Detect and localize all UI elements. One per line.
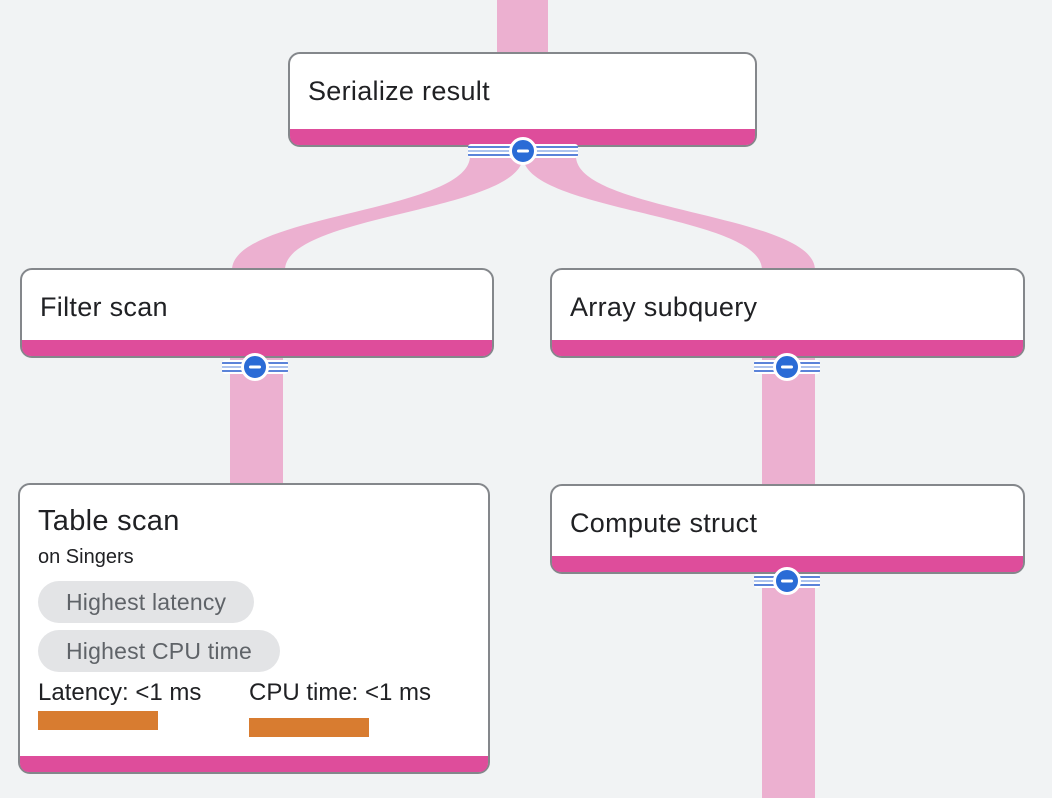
highest-cpu-time-badge: Highest CPU time (38, 630, 280, 672)
node-title: Compute struct (570, 508, 758, 538)
flow-edge-compute-child (762, 570, 815, 798)
node-title: Serialize result (308, 76, 490, 106)
plan-node-array-subquery[interactable]: Array subquery (550, 268, 1025, 358)
minus-circle-icon (517, 149, 529, 153)
plan-node-serialize-result[interactable]: Serialize result (288, 52, 757, 147)
collapse-widget-filter (222, 353, 288, 381)
collapse-button-filter[interactable] (241, 353, 269, 381)
cpu-time-bar (249, 718, 369, 737)
latency-metric: Latency: <1 ms (38, 679, 249, 737)
flow-edge-serialize-filter (232, 156, 523, 270)
plan-node-table-scan[interactable]: Table scan on Singers Highest latency Hi… (18, 483, 490, 774)
flow-edge-root-serialize (497, 0, 548, 60)
node-title: Filter scan (40, 292, 168, 322)
node-subtitle: on Singers (38, 546, 134, 568)
highest-latency-badge: Highest latency (38, 581, 255, 623)
collapse-button-array[interactable] (773, 353, 801, 381)
plan-node-compute-struct[interactable]: Compute struct (550, 484, 1025, 574)
node-title: Table scan (38, 505, 180, 537)
metrics-row: Latency: <1 ms CPU time: <1 ms (38, 679, 470, 737)
flow-edge-array-compute (762, 356, 815, 492)
collapse-button-serialize[interactable] (509, 137, 537, 165)
flow-edge-serialize-array (523, 156, 815, 270)
node-accent-bar (22, 340, 492, 356)
node-title: Array subquery (570, 292, 758, 322)
plan-node-filter-scan[interactable]: Filter scan (20, 268, 494, 358)
minus-circle-icon (249, 365, 261, 369)
collapse-button-compute[interactable] (773, 567, 801, 595)
minus-circle-icon (781, 579, 793, 583)
collapse-widget-compute (754, 567, 820, 595)
cpu-time-metric: CPU time: <1 ms (249, 679, 470, 737)
badge-list: Highest latency Highest CPU time (38, 581, 470, 672)
node-accent-bar (552, 340, 1023, 356)
collapse-widget-array (754, 353, 820, 381)
latency-bar (38, 711, 158, 730)
node-accent-bar (20, 756, 488, 772)
latency-label: Latency: <1 ms (38, 679, 202, 706)
flow-edge-filter-table (230, 356, 283, 490)
node-accent-bar (552, 556, 1023, 572)
cpu-time-label: CPU time: <1 ms (249, 679, 432, 706)
collapse-widget-serialize (468, 137, 578, 165)
minus-circle-icon (781, 365, 793, 369)
